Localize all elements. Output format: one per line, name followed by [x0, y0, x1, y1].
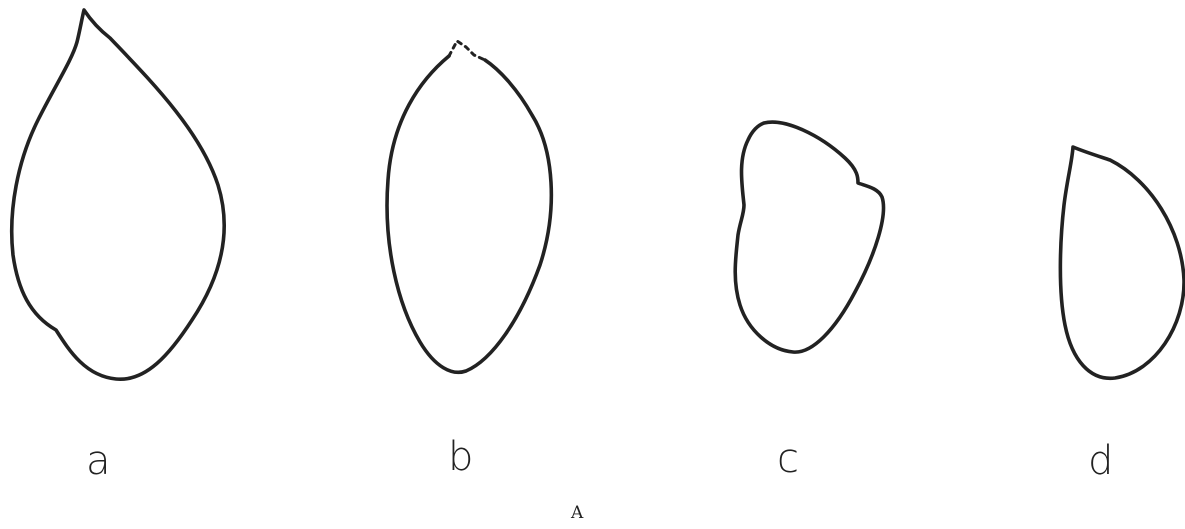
- shape-c-label: c: [777, 439, 799, 479]
- figure-caption: A: [571, 504, 583, 522]
- shape-d-outline: [1060, 147, 1184, 378]
- shape-d-label: d: [1088, 441, 1113, 481]
- shape-a-label: a: [86, 441, 111, 481]
- shape-b-label: b: [448, 437, 473, 477]
- shape-a-outline: [12, 10, 225, 379]
- shape-c-outline: [735, 122, 883, 352]
- shape-b-outline: [387, 56, 551, 372]
- shape-b-tip-dashed: [449, 41, 485, 60]
